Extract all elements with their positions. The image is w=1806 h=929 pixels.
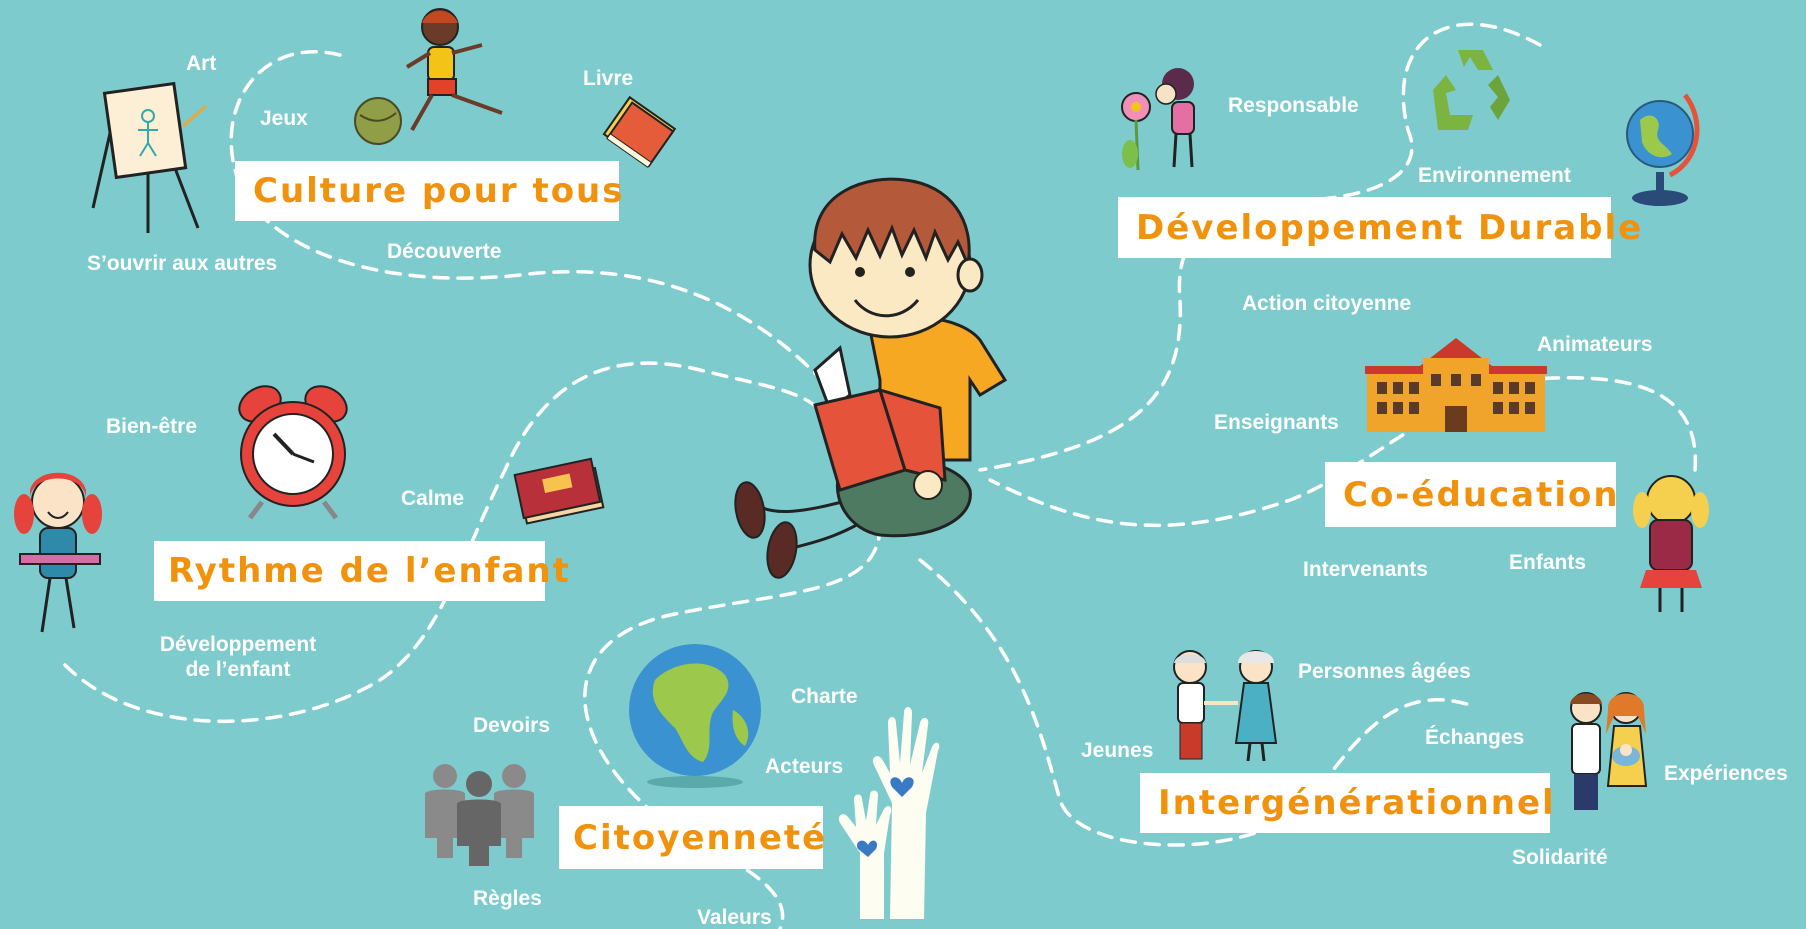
alarm-clock-icon <box>238 385 348 520</box>
label-jeunes: Jeunes <box>1081 739 1154 762</box>
easel-icon <box>91 81 207 233</box>
label-developpement: Développement <box>159 633 317 656</box>
label-de-lenfant: de l’enfant <box>185 658 291 681</box>
title-culture: Culture pour tous <box>235 161 623 221</box>
label-environnement: Environnement <box>1418 164 1571 187</box>
label-calme: Calme <box>401 487 465 510</box>
title-rythme: Rythme de l’enfant <box>154 541 569 601</box>
path-coeducation <box>988 376 1698 528</box>
label-responsable: Responsable <box>1228 94 1359 117</box>
label-experiences: Expériences <box>1664 762 1788 785</box>
label-jeux: Jeux <box>260 107 308 130</box>
recycle-icon <box>1433 50 1510 130</box>
title-citoyennete: Citoyenneté <box>559 806 825 869</box>
school-building-icon <box>1365 338 1547 432</box>
girl-tray-icon <box>14 472 102 633</box>
soccer-boy-icon <box>405 8 503 131</box>
label-charte: Charte <box>791 685 858 708</box>
label-bien-etre: Bien-être <box>106 415 198 438</box>
reading-boy-icon <box>734 177 1008 579</box>
family-icon <box>1570 692 1648 810</box>
label-acteurs: Acteurs <box>765 755 844 778</box>
label-devoirs: Devoirs <box>473 714 551 737</box>
label-valeurs: Valeurs <box>697 906 772 929</box>
earth-globe-icon <box>629 644 761 788</box>
title-intergenerationnel: Intergénérationnel <box>1140 773 1554 833</box>
girl-backpack-icon <box>1633 475 1709 612</box>
label-solidarite: Solidarité <box>1512 846 1608 869</box>
label-action-citoyenne: Action citoyenne <box>1242 292 1412 315</box>
label-enseignants: Enseignants <box>1214 411 1339 434</box>
label-enfants: Enfants <box>1509 551 1587 574</box>
book-icon <box>602 95 677 169</box>
title-developpement-durable: Développement Durable <box>1118 197 1641 258</box>
title-coeducation: Co-éducation <box>1325 462 1618 527</box>
label-livre: Livre <box>583 67 634 90</box>
path-intergen <box>918 558 1472 847</box>
path-rythme <box>63 361 822 723</box>
label-souvrir: S’ouvrir aux autres <box>87 252 278 275</box>
label-regles: Règles <box>473 887 542 910</box>
label-personnes-agees: Personnes âgées <box>1298 660 1471 683</box>
label-echanges: Échanges <box>1425 726 1525 749</box>
path-culture <box>229 50 842 402</box>
globe-stand-icon <box>1626 93 1700 206</box>
label-intervenants: Intervenants <box>1303 558 1428 581</box>
ball-icon <box>354 97 402 145</box>
raised-hands-icon <box>838 707 940 919</box>
people-group-icon <box>425 764 534 866</box>
red-book-icon <box>513 457 605 525</box>
label-animateurs: Animateurs <box>1537 333 1653 356</box>
girl-with-flower-icon <box>1121 68 1195 171</box>
label-decouverte: Découverte <box>387 240 502 263</box>
label-art: Art <box>186 52 217 75</box>
elderly-couple-icon <box>1173 650 1278 762</box>
